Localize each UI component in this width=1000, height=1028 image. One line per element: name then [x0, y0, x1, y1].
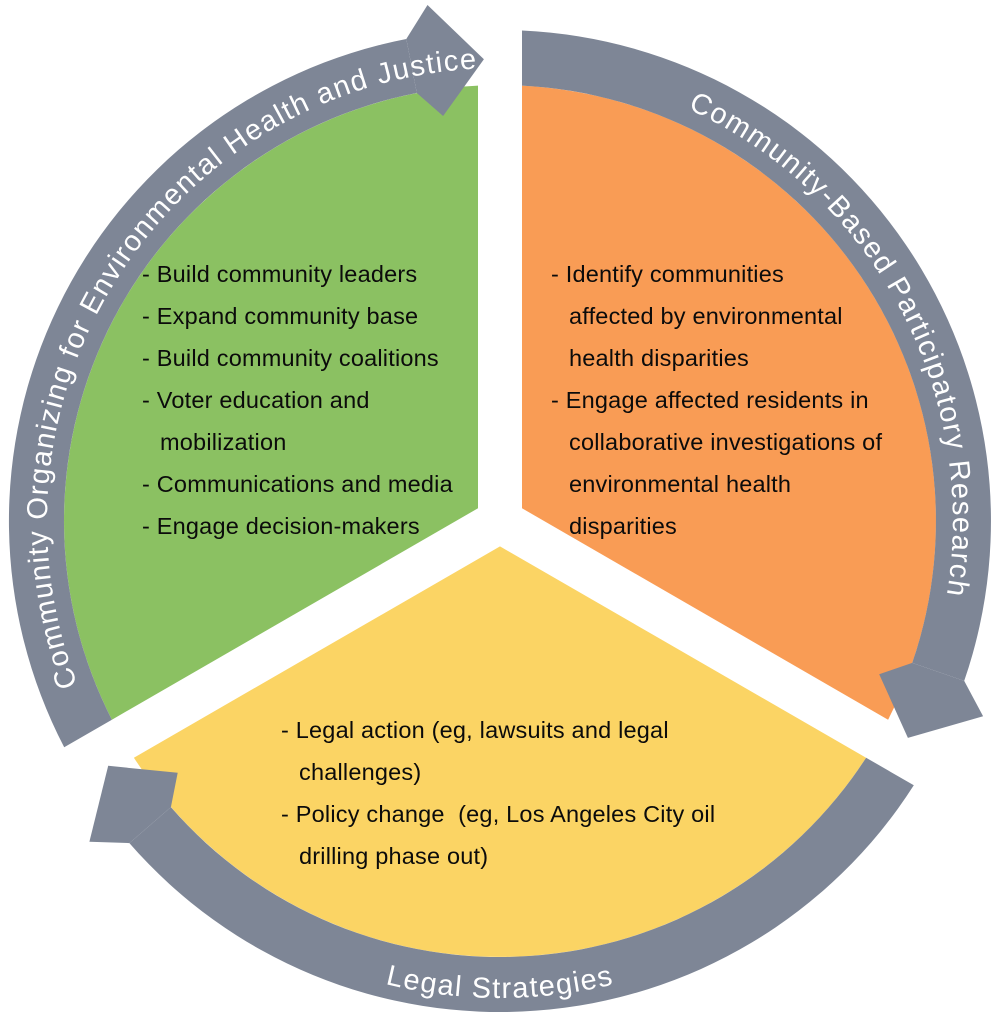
- bullet-list-participatory-research: - Identify communities affected by envir…: [551, 253, 961, 547]
- list-item: - Build community leaders: [142, 261, 418, 287]
- arrowhead-top-icon: [406, 5, 484, 116]
- bullet-list-community-organizing: - Build community leaders - Expand commu…: [142, 253, 507, 547]
- list-item: - Build community coalitions: [142, 345, 439, 371]
- list-item: - Policy change (eg, Los Angeles City oi…: [281, 801, 716, 869]
- arrowhead-bottom-right-icon: [879, 662, 984, 738]
- arrowhead-bottom-left-icon: [89, 765, 178, 844]
- list-item: - Engage decision-makers: [142, 513, 420, 539]
- arrow-band-left: [8, 39, 417, 748]
- arrow-band-right: [522, 30, 991, 681]
- segment-legal-strategies: [133, 546, 867, 957]
- list-item: - Identify communities affected by envir…: [551, 261, 843, 371]
- arrow-band-bottom: [129, 757, 914, 1013]
- list-item: - Legal action (eg, lawsuits and legal c…: [281, 717, 669, 785]
- list-item: - Expand community base: [142, 303, 419, 329]
- list-item: - Voter education and mobilization: [142, 387, 370, 455]
- list-item: - Communications and media: [142, 471, 453, 497]
- list-item: - Engage affected residents in collabora…: [551, 387, 883, 539]
- segment-community-organizing: [64, 85, 478, 720]
- bullet-list-legal-strategies: - Legal action (eg, lawsuits and legal c…: [281, 709, 826, 877]
- segment-participatory-research: [522, 85, 936, 720]
